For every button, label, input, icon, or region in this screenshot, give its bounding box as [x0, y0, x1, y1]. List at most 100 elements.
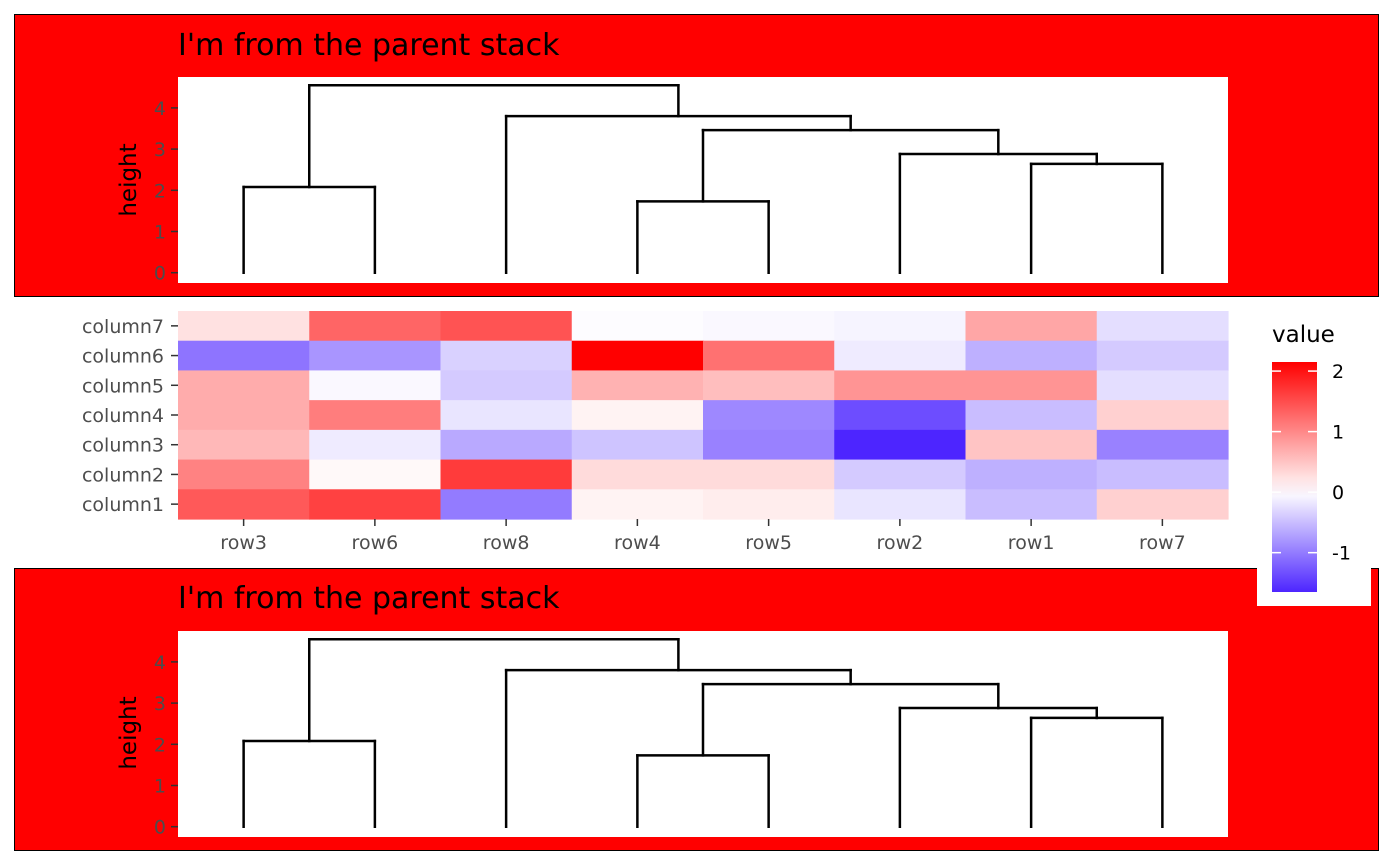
heatmap-xtick-label: row5 [745, 532, 792, 554]
heatmap-cell [440, 489, 573, 520]
bottom-dendrogram-ylabel: height [116, 696, 142, 769]
heatmap-cell [309, 340, 442, 372]
heatmap-cell [834, 340, 967, 372]
heatmap-cell [440, 400, 573, 431]
bottom-dendrogram-title: I'm from the parent stack [178, 581, 560, 616]
heatmap-cell [1096, 340, 1229, 372]
bottom-dendrogram-ytick-label: 1 [154, 776, 166, 798]
heatmap-cell [834, 400, 967, 431]
bottom-dendrogram-tree [242, 637, 1164, 828]
heatmap-cell [1096, 459, 1229, 490]
heatmap-cell [571, 489, 704, 520]
heatmap-xtick-label: row8 [483, 532, 530, 554]
legend-ticks: 2 1 0 -1 [1272, 361, 1351, 565]
top-dendrogram-y-axis: 0 1 2 3 4 [154, 98, 178, 285]
heatmap-cell [571, 400, 704, 431]
heatmap-xtick-label: row3 [220, 532, 267, 554]
top-dendrogram-ytick-label: 2 [154, 180, 166, 202]
heatmap-cell [1096, 400, 1229, 431]
heatmap-cell [178, 400, 310, 431]
heatmap-xtick-label: row6 [352, 532, 399, 554]
heatmap-xtick-label: row1 [1008, 532, 1055, 554]
heatmap-y-axis: column7 column6 column5 column4 column3 colum… [82, 316, 178, 516]
heatmap-cell [703, 340, 835, 372]
top-dendrogram-ytick-label: 4 [154, 98, 166, 120]
heatmap-cell [965, 429, 1098, 461]
top-dendrogram-ylabel: height [116, 143, 142, 216]
heatmap-cell [571, 370, 704, 401]
heatmap-ytick-label: column6 [82, 346, 164, 368]
heatmap-xtick-label: row2 [877, 532, 924, 554]
heatmap-ytick-label: column3 [82, 435, 164, 457]
heatmap-cell [1096, 311, 1229, 342]
top-dendrogram: I'm from the parent stack height 0 1 2 3 4 [14, 14, 1379, 297]
heatmap-cell [309, 489, 442, 520]
legend-tick-label: -1 [1332, 543, 1351, 565]
heatmap-cell [703, 429, 835, 461]
heatmap-cell [703, 400, 835, 431]
heatmap-cell [178, 489, 310, 520]
heatmap-cell [834, 429, 967, 461]
heatmap-cell [440, 429, 573, 461]
heatmap-ytick-label: column7 [82, 316, 164, 338]
heatmap-cell [703, 311, 835, 342]
heatmap-cell [178, 459, 310, 490]
heatmap-cell [571, 459, 704, 490]
legend-title: value [1272, 322, 1335, 348]
heatmap-cell [178, 429, 310, 461]
heatmap-cell [1096, 489, 1229, 520]
heatmap-xtick-label: row7 [1139, 532, 1186, 554]
heatmap-cell [309, 459, 442, 490]
heatmap-cell [309, 311, 442, 342]
heatmap-ytick-label: column4 [82, 405, 164, 427]
heatmap-cell [178, 370, 310, 401]
bottom-dendrogram-ytick-label: 2 [154, 734, 166, 756]
heatmap-cells [178, 311, 1229, 520]
top-dendrogram-ytick-label: 0 [154, 263, 166, 285]
heatmap-cell [703, 459, 835, 490]
heatmap-cell [834, 459, 967, 490]
legend-tick-label: 1 [1332, 422, 1344, 444]
bottom-dendrogram-ytick-label: 0 [154, 817, 166, 839]
legend-colorbar [1272, 362, 1317, 592]
heatmap-cell [965, 370, 1098, 401]
heatmap-cell [834, 311, 967, 342]
heatmap-cell [178, 311, 310, 342]
heatmap-cell [834, 370, 967, 401]
heatmap-cell [571, 429, 704, 461]
top-dendrogram-ytick-label: 3 [154, 139, 166, 161]
top-dendrogram-tree [242, 83, 1164, 274]
heatmap-cell [1096, 370, 1229, 401]
heatmap-cell [703, 370, 835, 401]
heatmap-ytick-label: column5 [82, 375, 164, 397]
heatmap-cell [834, 489, 967, 520]
heatmap-cell [571, 340, 704, 372]
heatmap-cell [440, 340, 573, 372]
heatmap-cell [440, 370, 573, 401]
heatmap-xtick-label: row4 [614, 532, 661, 554]
heatmap-cell [178, 340, 310, 372]
heatmap-cell [703, 489, 835, 520]
legend-tick-label: 2 [1332, 361, 1344, 383]
heatmap-ytick-label: column1 [82, 494, 164, 516]
color-legend: value 2 1 0 -1 [1257, 312, 1371, 606]
legend-tick-label: 0 [1332, 482, 1344, 504]
top-dendrogram-ytick-label: 1 [154, 222, 166, 244]
heatmap-ytick-label: column2 [82, 464, 164, 486]
heatmap-cell [965, 311, 1098, 342]
heatmap-x-axis: row3 row6 row8 row4 row5 row2 row1 row7 [220, 519, 1186, 554]
heatmap-cell [965, 340, 1098, 372]
heatmap-cell [309, 370, 442, 401]
heatmap-cell [440, 459, 573, 490]
bottom-dendrogram-ytick-label: 4 [154, 652, 166, 674]
heatmap-cell [965, 400, 1098, 431]
heatmap-cell [965, 459, 1098, 490]
heatmap-cell [571, 311, 704, 342]
heatmap-cell [309, 400, 442, 431]
heatmap-cell [1096, 429, 1229, 461]
top-dendrogram-title: I'm from the parent stack [178, 28, 560, 63]
heatmap-cell [965, 489, 1098, 520]
heatmap-cell [309, 429, 442, 461]
